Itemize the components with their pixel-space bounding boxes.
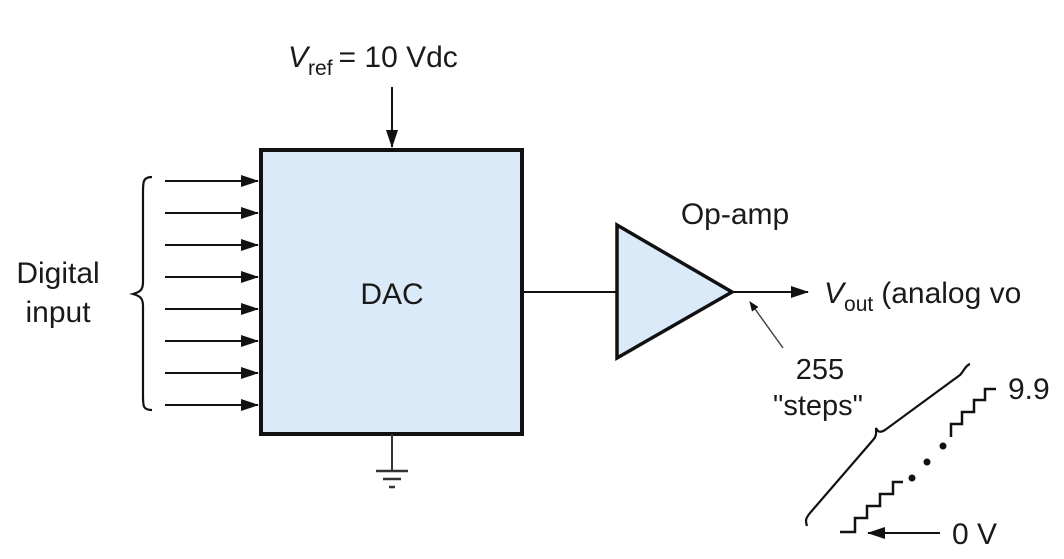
steps-count-label: 255 [796, 354, 844, 386]
ellipsis-dot [923, 458, 931, 466]
staircase-lower [840, 480, 903, 534]
digital-input-label-line1: Digital [16, 257, 99, 290]
steps-word-label: "steps" [773, 390, 863, 422]
opamp-label: Op-amp [681, 198, 789, 231]
ellipsis-dot [908, 474, 916, 482]
staircase-brace [804, 362, 971, 527]
ground-icon [376, 434, 408, 489]
digital-input-lines [165, 175, 259, 411]
vref-label: Vref= 10 Vdc [288, 41, 458, 80]
ellipsis-dot [939, 442, 947, 450]
steps-leader-line [749, 301, 784, 349]
vout-label: Vout(analog vo [824, 277, 1021, 316]
max-voltage-label: 9.9 [1008, 373, 1050, 406]
min-voltage-label: 0 V [952, 518, 997, 551]
input-brace [128, 175, 153, 412]
opamp-triangle [615, 221, 736, 362]
dac-label: DAC [360, 278, 423, 311]
staircase-upper [949, 387, 996, 437]
digital-input-label-line2: input [25, 296, 91, 329]
